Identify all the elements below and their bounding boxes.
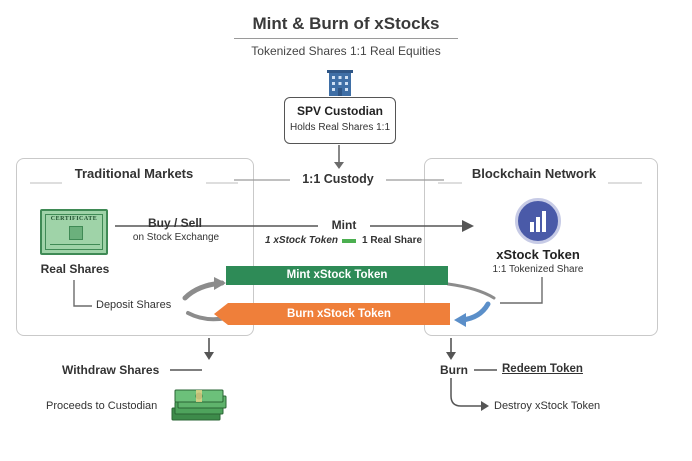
blockchain-network-panel [424, 158, 658, 336]
building-icon [327, 70, 353, 96]
custody-label: 1:1 Custody [302, 172, 374, 186]
xstock-token-icon [515, 198, 561, 244]
mint-label: Mint [331, 218, 357, 232]
xstock-token-desc: 1:1 Tokenized Share [492, 264, 584, 275]
withdraw-shares-label: Withdraw Shares [62, 363, 160, 377]
certificate-text: CERTIFICATE [50, 216, 98, 222]
deposit-shares-label: Deposit Shares [96, 299, 172, 311]
burn-label: Burn [440, 363, 468, 377]
destroy-connector [450, 378, 484, 407]
real-shares-label: Real Shares [40, 262, 110, 276]
page-title: Mint & Burn of xStocks [252, 14, 440, 33]
mint-ratio-token: 1 xStock Token [265, 235, 338, 246]
burn-xstock-band: Burn xStock Token [287, 308, 391, 320]
token-connector [500, 277, 543, 304]
traditional-markets-title: Traditional Markets [74, 166, 194, 181]
stock-certificate-icon: CERTIFICATE [40, 209, 108, 255]
redeem-token-label: Redeem Token [502, 363, 583, 375]
burn-band-shape [214, 303, 450, 325]
custodian-name: SPV Custodian [296, 104, 383, 118]
page-subtitle: Tokenized Shares 1:1 Real Equities [251, 44, 441, 58]
exchange-label: on Stock Exchange [132, 232, 220, 243]
custodian-description: Holds Real Shares 1:1 [289, 122, 391, 133]
curved-arrow-right [446, 282, 496, 300]
destroy-token-label: Destroy xStock Token [494, 400, 601, 412]
blockchain-network-title: Blockchain Network [471, 166, 597, 181]
money-stack-icon [171, 389, 227, 421]
mint-ratio-share: 1 Real Share [362, 235, 423, 246]
mint-xstock-band: Mint xStock Token [226, 266, 448, 285]
proceeds-label: Proceeds to Custodian [46, 400, 158, 412]
title-underline [234, 38, 458, 39]
buy-sell-label: Buy / Sell [147, 216, 203, 230]
deposit-connector [73, 280, 92, 307]
xstock-token-name: xStock Token [496, 247, 580, 262]
custodian-box [284, 97, 396, 144]
mint-ratio-equals [342, 239, 356, 243]
